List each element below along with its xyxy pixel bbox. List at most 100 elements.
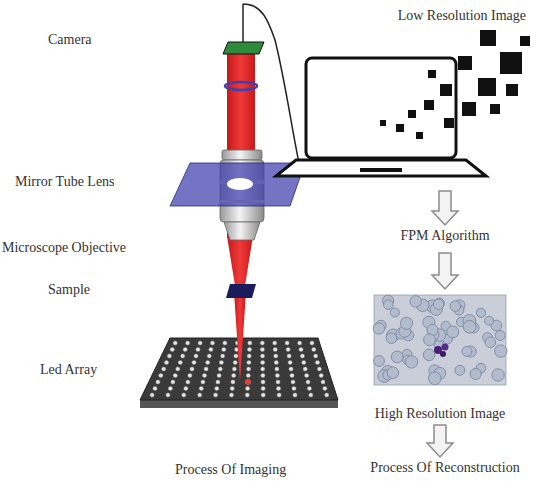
led (209, 347, 213, 351)
part-label: Led Array (40, 362, 97, 378)
red-blood-cell (470, 368, 481, 379)
led (309, 393, 313, 397)
white-blood-cell (442, 344, 449, 351)
pixel-square (424, 100, 434, 110)
led (314, 354, 318, 358)
part-label: Camera (48, 32, 92, 48)
led (287, 354, 291, 358)
led (261, 380, 265, 384)
led (196, 347, 200, 351)
led (198, 341, 202, 345)
led (291, 380, 295, 384)
led (168, 386, 172, 390)
led (303, 367, 307, 371)
red-blood-cell (410, 296, 421, 307)
led (232, 367, 236, 371)
red-blood-cell (373, 323, 384, 334)
led (184, 386, 188, 390)
led (198, 393, 202, 397)
led (261, 360, 265, 364)
led (207, 354, 211, 358)
pixel-squares (380, 30, 530, 139)
flow-arrow (432, 191, 458, 225)
red-blood-cell (401, 317, 413, 329)
led (246, 386, 250, 390)
red-blood-cell (433, 299, 443, 309)
led (319, 373, 323, 377)
pixel-square (428, 70, 436, 78)
led (219, 360, 223, 364)
red-blood-cell (386, 333, 397, 344)
led (216, 380, 220, 384)
pixel-square (462, 102, 476, 116)
red-blood-cell (424, 334, 436, 346)
led (261, 373, 265, 377)
part-label: Mirror Tube Lens (15, 174, 115, 190)
led (217, 373, 221, 377)
led (261, 367, 265, 371)
led (234, 354, 238, 358)
node-text: High Resolution Image (370, 406, 510, 422)
flow-arrow (432, 253, 458, 289)
led (170, 347, 174, 351)
red-blood-cell (383, 300, 393, 310)
led (215, 386, 219, 390)
led (305, 373, 309, 377)
led (323, 386, 327, 390)
led (245, 379, 251, 385)
led (285, 341, 289, 345)
led (167, 354, 171, 358)
led (276, 380, 280, 384)
red-blood-cell (463, 320, 476, 333)
pixel-square (416, 132, 423, 139)
flow-arrow (427, 425, 453, 457)
algorithm-step: FPM Algorithm (385, 228, 505, 250)
led (321, 380, 325, 384)
led (218, 367, 222, 371)
led (315, 360, 319, 364)
red-blood-cell (492, 369, 504, 381)
led (310, 341, 314, 345)
led (298, 341, 302, 345)
led (289, 367, 293, 371)
led (300, 354, 304, 358)
pixel-square (480, 30, 496, 46)
led (186, 380, 190, 384)
led (247, 347, 251, 351)
led (150, 393, 154, 397)
led (275, 367, 279, 371)
red-blood-cell (485, 316, 494, 325)
pixel-square (500, 52, 522, 74)
led (181, 354, 185, 358)
led (173, 341, 177, 345)
led (221, 354, 225, 358)
process-caption: Process Of Reconstruction (350, 460, 540, 482)
led (153, 386, 157, 390)
led (192, 360, 196, 364)
led (232, 373, 236, 377)
led (302, 360, 306, 364)
led (214, 393, 218, 397)
arrow-shape (427, 425, 453, 457)
pixel-square (458, 56, 472, 70)
led-board-edge (140, 400, 338, 408)
computer-node: Low Resolution Image (285, 8, 540, 188)
led (199, 386, 203, 390)
led (274, 354, 278, 358)
white-blood-cell (440, 351, 446, 357)
led (202, 373, 206, 377)
node-text: FPM Algorithm (385, 228, 505, 244)
tube-lens-aperture (227, 178, 253, 190)
led (317, 367, 321, 371)
led (275, 373, 279, 377)
pixel-square (408, 110, 416, 118)
led (248, 341, 252, 345)
led (247, 367, 251, 371)
pixel-square (506, 84, 518, 96)
red-blood-cell (374, 356, 385, 367)
arrow-shape (432, 191, 458, 225)
red-blood-cell (476, 308, 485, 317)
node-text: Process Of Reconstruction (350, 460, 540, 476)
result-image-node: High Resolution Image (370, 292, 510, 422)
red-blood-cell (405, 356, 417, 368)
